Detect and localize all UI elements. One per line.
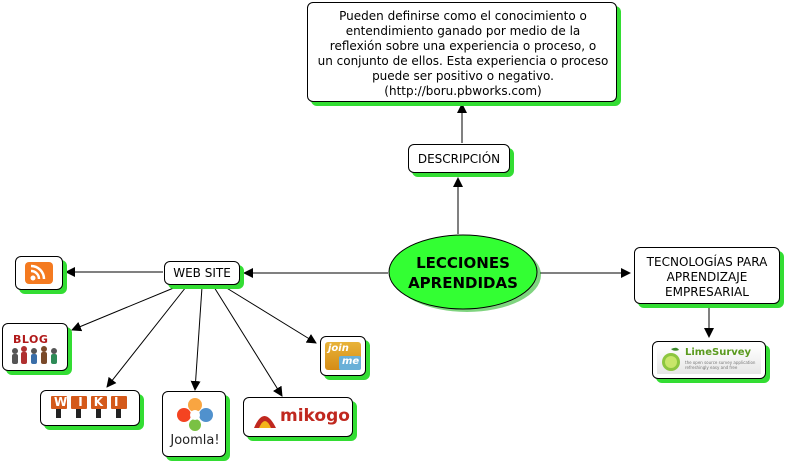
limesurvey-logo: LimeSurvey the open source survey applic… [657, 346, 761, 374]
description-line: reflexión sobre una experiencia o proces… [329, 39, 597, 53]
website-node[interactable]: WEB SITE [164, 261, 240, 285]
central-title-line: APRENDIDAS [408, 274, 518, 292]
wiki-node[interactable]: WIKI [40, 390, 140, 426]
limesurvey-node[interactable]: LimeSurvey the open source survey applic… [652, 341, 766, 379]
edge-website-mikogo [213, 286, 283, 397]
joomla-logo: Joomla! [167, 395, 223, 453]
rss-icon [25, 262, 53, 284]
description-line: (http://boru.pbworks.com) [384, 84, 542, 98]
central-title-line: LECCIONES [416, 254, 510, 272]
description-text: Pueden definirse como el conocimiento o … [308, 9, 618, 99]
description-text-box: Pueden definirse como el conocimiento o … [307, 2, 617, 102]
mikogo-icon [254, 416, 276, 428]
description-label: DESCRIPCIÓN [417, 152, 501, 166]
mikogo-logo: mikogo [248, 402, 350, 432]
tech-node[interactable]: TECNOLOGÍAS PARA APRENDIZAJE EMPRESARIAL [634, 247, 780, 304]
limesurvey-tagline-line: the open source survey application [685, 360, 756, 365]
lime-icon [662, 347, 680, 371]
description-line: un conjunto de ellos. Esta experiencia o… [317, 54, 609, 68]
description-line: entendimiento ganado por medio de la [345, 24, 581, 38]
wiki-logo-text: WIKI [54, 395, 130, 409]
wiki-logo: WIKI [47, 394, 135, 422]
limesurvey-tagline: the open source survey application refre… [685, 360, 761, 370]
mikogo-logo-text: mikogo [280, 406, 350, 426]
joinme-node[interactable]: join me [320, 336, 366, 376]
joinme-logo-text-top: join [328, 343, 349, 354]
tech-label-line: APRENDIZAJE [666, 270, 748, 284]
edge-website-blog [71, 286, 177, 332]
central-topic[interactable]: LECCIONES APRENDIDAS [388, 234, 541, 312]
blog-node[interactable]: BLOG [2, 323, 68, 371]
mikogo-node[interactable]: mikogo [243, 397, 353, 437]
blog-logo-text: BLOG [13, 333, 49, 346]
joomla-node[interactable]: Joomla! [162, 391, 226, 457]
website-label: WEB SITE [173, 266, 231, 280]
description-line: puede ser positivo o negativo. [372, 69, 554, 83]
joomla-icon [177, 398, 213, 431]
limesurvey-logo-text: LimeSurvey [685, 347, 752, 358]
edge-website-wiki [106, 286, 187, 388]
description-line: Pueden definirse como el conocimiento o [339, 9, 587, 23]
joinme-logo: join me [325, 342, 361, 370]
edge-website-joinme [224, 286, 317, 344]
edge-website-joomla [190, 286, 203, 391]
joinme-logo-text-bottom: me [342, 356, 360, 367]
tech-label-line: EMPRESARIAL [665, 285, 749, 299]
description-node[interactable]: DESCRIPCIÓN [408, 144, 510, 173]
rss-node[interactable] [15, 256, 63, 290]
tech-label-line: TECNOLOGÍAS PARA [646, 255, 768, 269]
limesurvey-tagline-line: refreshingly easy and free [685, 365, 738, 370]
tech-label: TECNOLOGÍAS PARA APRENDIZAJE EMPRESARIAL [635, 255, 779, 300]
joomla-logo-text: Joomla! [170, 433, 220, 448]
blog-logo: BLOG [7, 329, 63, 367]
